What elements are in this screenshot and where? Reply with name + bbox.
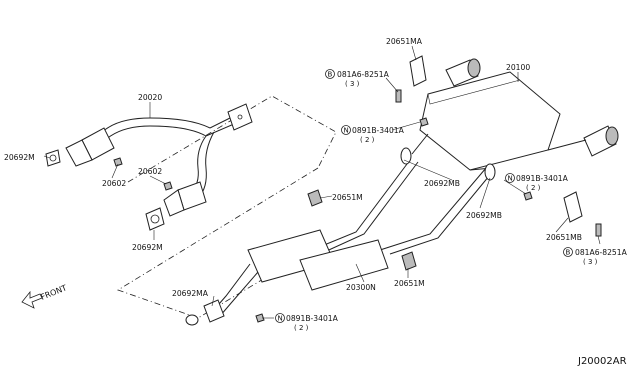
center-pipe-20300n[interactable] <box>203 159 495 323</box>
nut-0891b-top[interactable] <box>419 117 429 127</box>
label-20300n: 20300N <box>346 283 376 292</box>
front-arrow-icon <box>21 290 43 309</box>
bolt-081a6-top[interactable] <box>395 89 402 103</box>
label-20692m-left: 20692M <box>4 153 35 162</box>
bolt-marker-top <box>325 69 335 79</box>
nut-marker-top-symbol: N <box>344 127 349 135</box>
gasket-20692mb-b[interactable] <box>484 163 496 181</box>
bolt-marker-top-symbol: B <box>328 71 333 79</box>
label-0891b-bottom-qty: ( 2 ) <box>294 324 309 332</box>
label-20651m-a: 20651M <box>332 193 363 202</box>
label-081a6-bottom: 081A6-8251A <box>575 248 628 257</box>
label-20692ma: 20692MA <box>172 289 209 298</box>
label-081a6-top: 081A6-8251A <box>337 70 390 79</box>
gasket-left[interactable] <box>45 149 61 167</box>
bolt-marker-bottom-symbol: B <box>566 249 571 257</box>
front-label: FRONT <box>39 283 68 302</box>
diagram-ref: J20002AR <box>577 356 627 367</box>
nut-20602-b[interactable] <box>163 181 173 191</box>
label-20692m-mid: 20692M <box>132 243 163 252</box>
leader-lines <box>43 45 601 319</box>
gasket-mid[interactable] <box>145 207 165 231</box>
label-20602-a: 20602 <box>102 179 126 188</box>
gasket-20692ma[interactable] <box>185 314 199 326</box>
label-0891b-right: 0891B-3401A <box>516 174 569 183</box>
label-20651m-b: 20651M <box>394 279 425 288</box>
nut-marker-right <box>505 173 515 183</box>
label-0891b-right-qty: ( 2 ) <box>526 184 541 192</box>
nut-marker-top <box>341 125 351 135</box>
mount-20651ma[interactable] <box>409 55 427 87</box>
label-20651ma: 20651MA <box>386 37 423 46</box>
front-tube-20020[interactable] <box>65 103 253 217</box>
mount-20651m-a[interactable] <box>307 189 323 207</box>
label-081a6-top-qty: ( 3 ) <box>345 80 360 88</box>
nut-0891b-bottom[interactable] <box>255 313 265 323</box>
label-081a6-bottom-qty: ( 3 ) <box>583 258 598 266</box>
nut-marker-bottom <box>275 313 285 323</box>
mount-20651mb[interactable] <box>563 191 583 223</box>
nut-20602-a[interactable] <box>113 157 123 167</box>
nut-marker-bottom-symbol: N <box>278 315 283 323</box>
label-20602-b: 20602 <box>138 167 162 176</box>
label-0891b-top: 0891B-3401A <box>352 126 405 135</box>
label-20692mb-b: 20692MB <box>466 211 502 220</box>
label-0891b-top-qty: ( 2 ) <box>360 136 375 144</box>
bolt-081a6-bottom[interactable] <box>595 223 602 237</box>
main-muffler-20100[interactable] <box>411 58 619 171</box>
label-20020: 20020 <box>138 93 162 102</box>
label-20100: 20100 <box>506 63 530 72</box>
label-0891b-bottom: 0891B-3401A <box>286 314 339 323</box>
mount-20651m-b[interactable] <box>401 251 417 271</box>
nut-marker-right-symbol: N <box>508 175 513 183</box>
bolt-marker-bottom <box>563 247 573 257</box>
label-20651mb: 20651MB <box>546 233 582 242</box>
label-20692mb-a: 20692MB <box>424 179 460 188</box>
gasket-20692mb-a[interactable] <box>400 147 412 165</box>
front-tube-boundary <box>117 95 337 319</box>
